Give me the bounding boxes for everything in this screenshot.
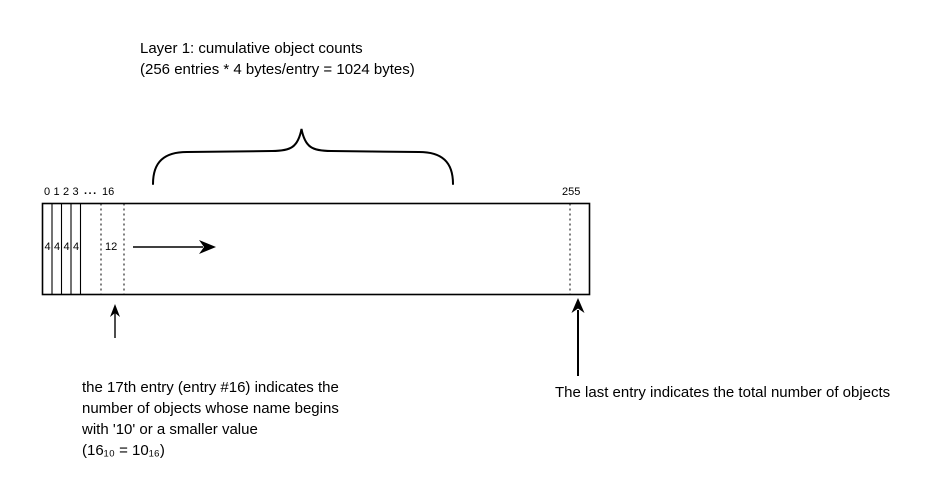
title-line-2: (256 entries * 4 bytes/entry = 1024 byte… — [140, 61, 415, 78]
entry16-note-line-1: the 17th entry (entry #16) indicates the — [82, 379, 339, 396]
index-label-2: 2 — [63, 186, 70, 198]
cell-value-16: 12 — [105, 241, 118, 253]
index-label-255: 255 — [562, 186, 581, 198]
index-label-16: 16 — [102, 186, 115, 198]
index-label-1: 1 — [53, 186, 60, 198]
array-rectangle — [41, 202, 591, 296]
title-line-1: Layer 1: cumulative object counts — [140, 40, 363, 57]
entry16-note-line-2: number of objects whose name begins — [82, 400, 339, 417]
entry16-up-arrow-head — [110, 304, 120, 317]
entry16-note: the 17th entry (entry #16) indicates the… — [82, 377, 339, 461]
index-label-3: 3 — [72, 186, 79, 198]
right-arrow — [133, 240, 216, 254]
index-label-0: 0 — [44, 186, 51, 198]
entry16-note-line-3: with '10' or a smaller value — [82, 421, 258, 438]
cell-value-2: 4 — [63, 241, 70, 253]
cell-value-0: 4 — [44, 241, 51, 253]
cell-value-3: 4 — [73, 241, 80, 253]
entry255-up-arrow — [571, 298, 585, 376]
diagram-title: Layer 1: cumulative object counts (256 e… — [140, 38, 415, 80]
index-ellipsis: ... — [84, 185, 98, 197]
entry16-up-arrow — [110, 304, 120, 338]
cell-value-1: 4 — [54, 241, 61, 253]
right-arrow-head — [199, 240, 216, 254]
curly-brace — [152, 128, 454, 185]
entry16-note-line-4: (16₁₀ = 10₁₆) — [82, 442, 165, 459]
entry255-note: The last entry indicates the total numbe… — [555, 384, 891, 401]
entry255-up-arrow-head — [571, 298, 585, 313]
